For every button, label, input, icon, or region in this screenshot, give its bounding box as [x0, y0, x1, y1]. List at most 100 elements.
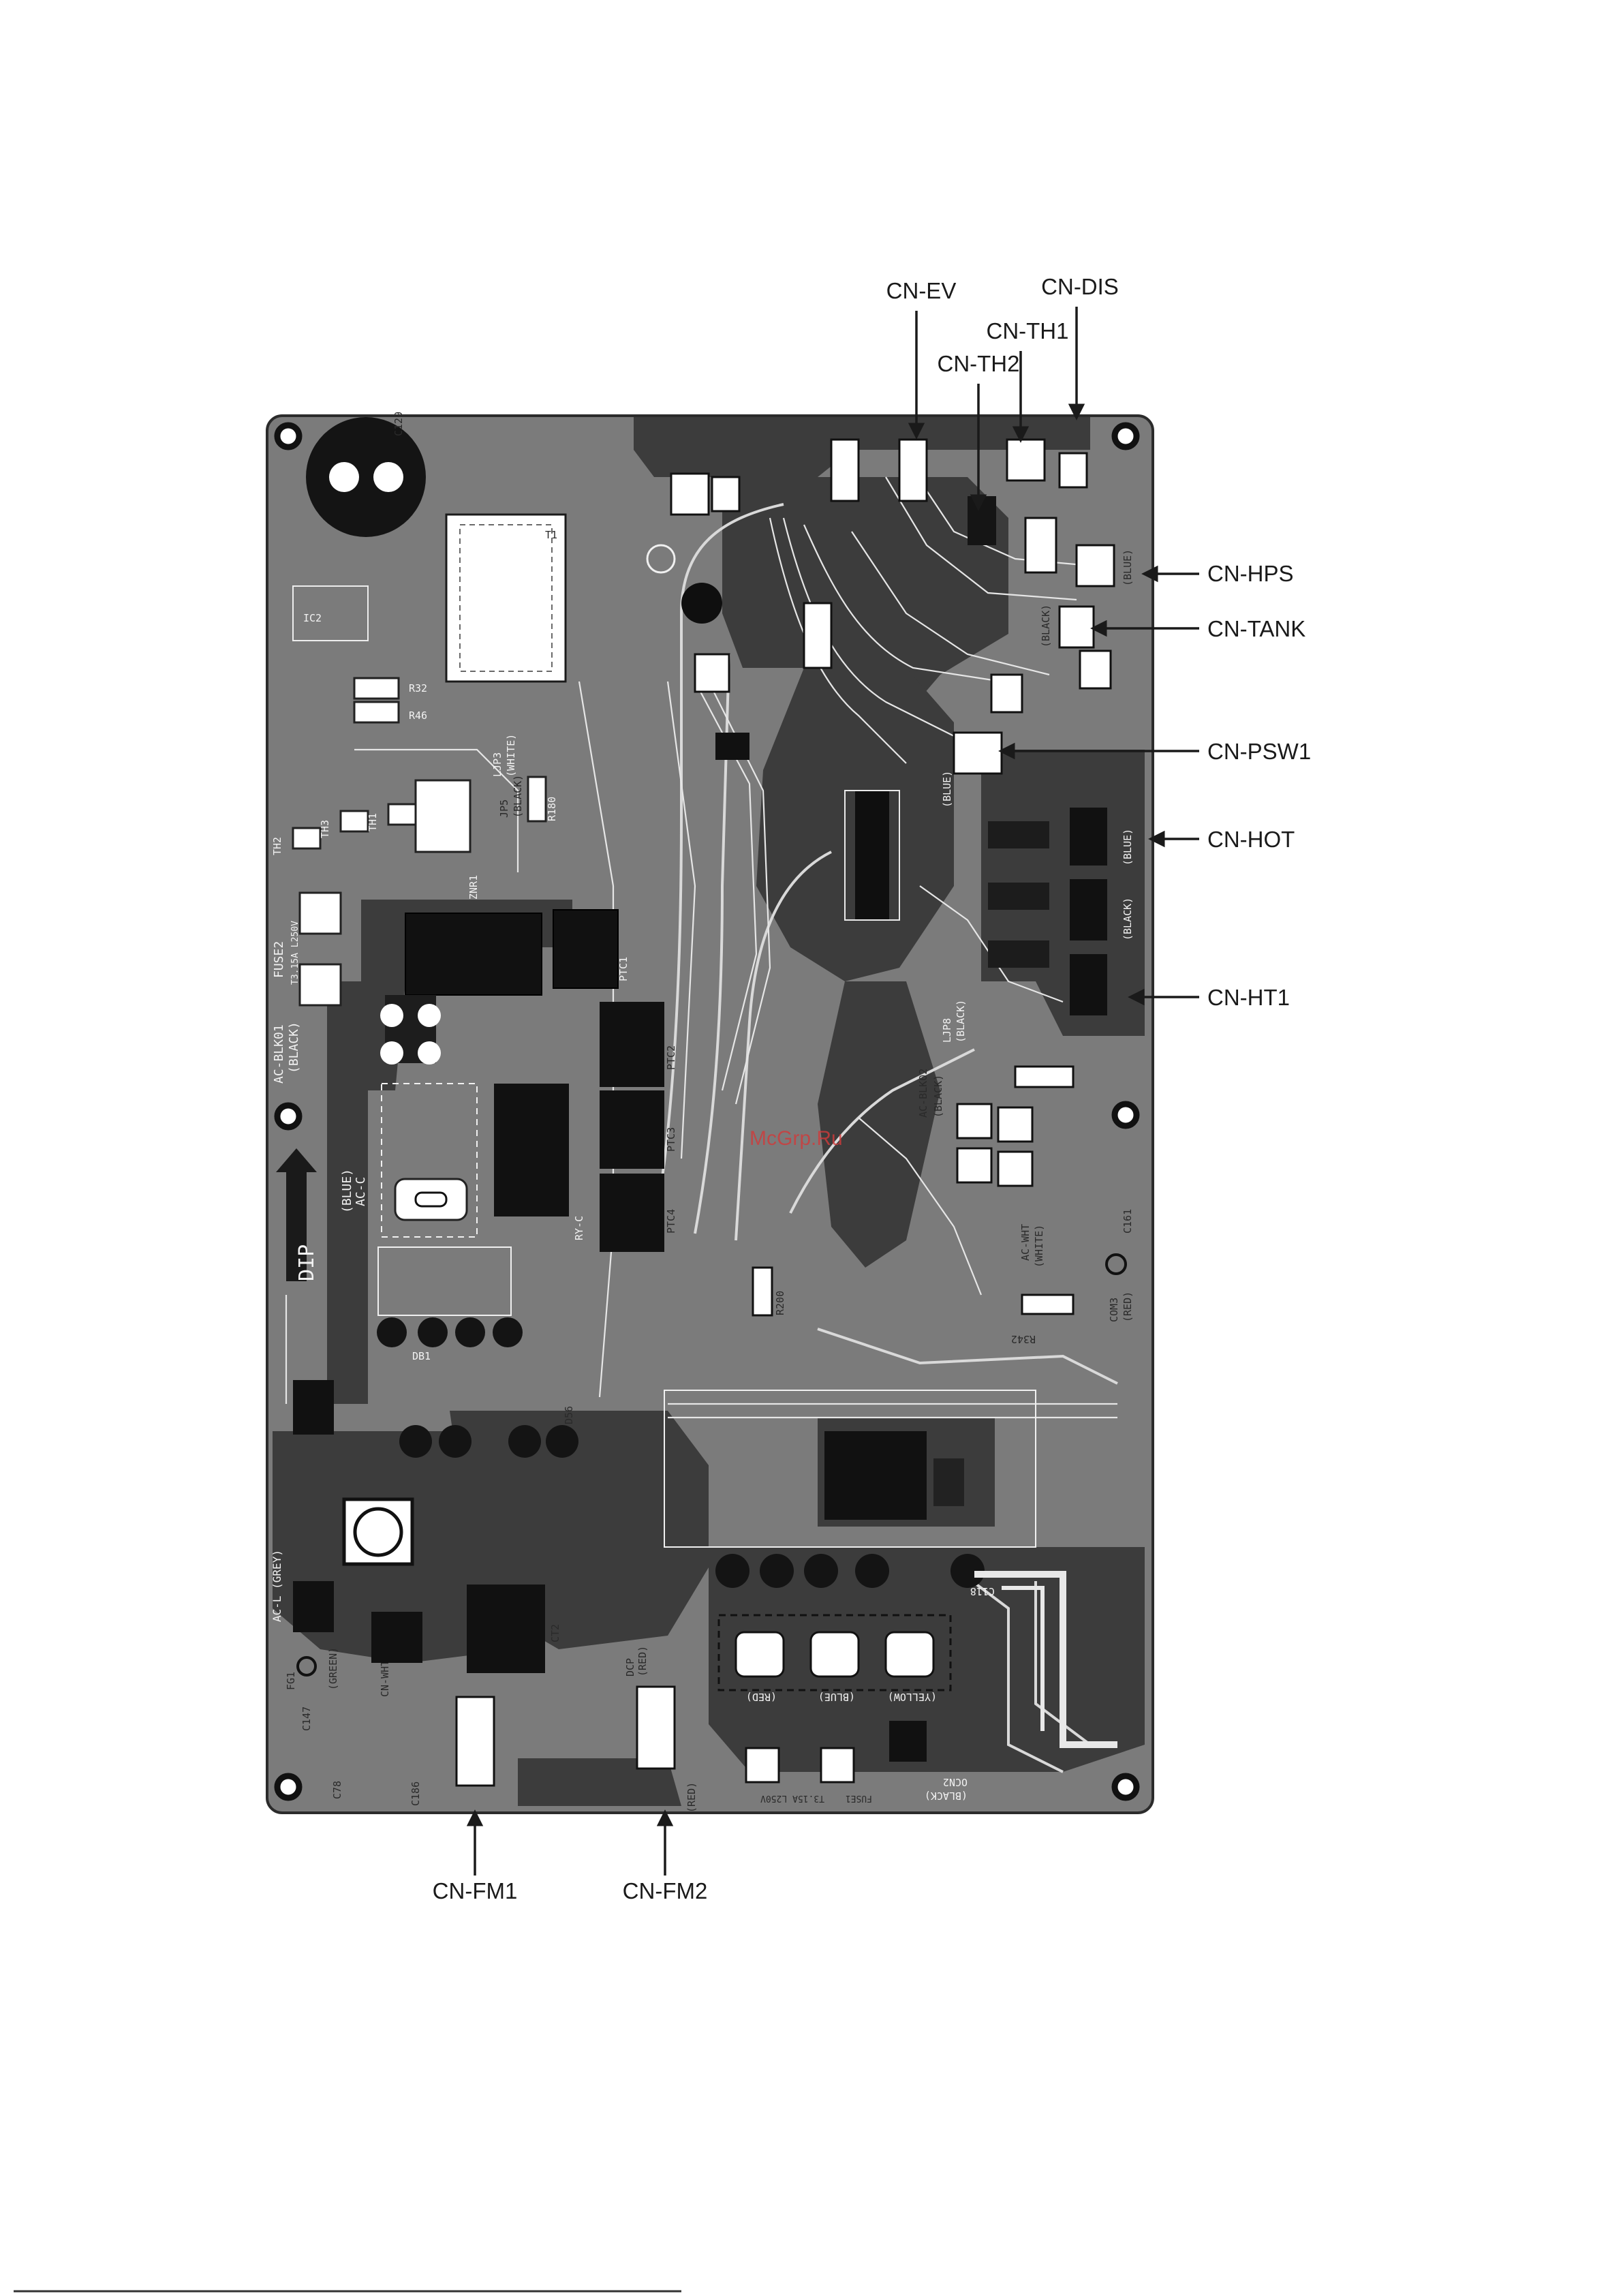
label-tank-color: (BLACK) [1040, 604, 1052, 647]
label-phase-v: (BLUE) [818, 1691, 855, 1703]
buzzer-component: C129 [306, 412, 426, 537]
mounting-hole [1111, 1101, 1140, 1129]
label-r32: R32 [409, 682, 427, 694]
label-fg1: FG1 [285, 1672, 297, 1690]
label-r342: R342 [1011, 1333, 1036, 1345]
label-phase-w: (YELLOW) [888, 1691, 937, 1703]
label-ljp8-color: (BLACK) [955, 1000, 967, 1043]
label-c161: C161 [1122, 1209, 1134, 1234]
label-fuse2: FUSE2 [272, 941, 286, 978]
label-c118: C118 [970, 1585, 995, 1597]
label-c129: C129 [392, 412, 405, 436]
label-ac-blk02-color: (BLACK) [932, 1075, 944, 1118]
thermistors: TH2 TH3 TH1 [271, 803, 417, 855]
label-jp5-color: (BLACK) [512, 775, 524, 818]
mounting-holes [274, 422, 1140, 1801]
label-hps-color: (BLUE) [1122, 549, 1134, 586]
label-ptc1: PTC1 [617, 957, 630, 981]
callouts: CN-EV CN-DIS CN-TH1 CN-TH2 CN-HPS CN-TAN… [433, 274, 1312, 1903]
mounting-hole [1111, 1773, 1140, 1801]
label-r200: R200 [774, 1291, 786, 1315]
label-ocn2-color: (BLACK) [925, 1790, 968, 1802]
label-ac-wht: AC-WHT [1019, 1224, 1032, 1261]
label-ocn2: OCN2 [943, 1776, 968, 1788]
label-cn-fm2-color: (RED) [685, 1782, 698, 1813]
label-db1: DB1 [412, 1350, 431, 1362]
callout-cn-dis: CN-DIS [1041, 274, 1119, 299]
label-znr1: ZNR1 [467, 875, 480, 900]
label-psw1-color: (BLUE) [941, 771, 953, 808]
label-ic2: IC2 [303, 612, 322, 624]
watermark: McGrp.Ru [749, 1127, 843, 1150]
relay-block: ZNR1 PTC1 JP5 (BLACK) LJP3 (WHITE) R180 [405, 734, 630, 996]
left-edge-labels: DIP AC-BLK01 (BLACK) FUSE2 T3.15A L250V … [270, 891, 422, 1806]
callout-cn-th2: CN-TH2 [938, 351, 1020, 376]
label-com3-color: (RED) [1122, 1291, 1134, 1322]
label-dcp-color: (RED) [636, 1646, 649, 1677]
callout-cn-hps: CN-HPS [1207, 561, 1294, 586]
label-fuse1-rating: T3.15A L250V [760, 1793, 824, 1803]
mcu-region: McGrp.Ru [646, 472, 900, 1150]
label-r46: R46 [409, 709, 427, 722]
relay-ry-c: RY-C [381, 1083, 585, 1240]
label-th2: TH2 [271, 837, 283, 855]
label-t1: T1 [545, 529, 557, 541]
callout-cn-hot: CN-HOT [1207, 827, 1295, 852]
mounting-hole [274, 1102, 303, 1131]
callout-cn-fm2: CN-FM2 [623, 1878, 708, 1903]
label-phase-u: (RED) [746, 1691, 777, 1703]
label-ljp3-color: (WHITE) [505, 734, 517, 777]
mounting-hole [1111, 422, 1140, 450]
label-jp5: JP5 [498, 799, 510, 818]
label-ct2: CT2 [549, 1624, 561, 1642]
label-th1: TH1 [367, 813, 379, 831]
top-connectors: (BLUE) (BLACK) [694, 438, 1134, 714]
label-ptc4: PTC4 [665, 1209, 677, 1234]
callout-cn-ev: CN-EV [886, 278, 957, 303]
resistors-r32-r46: R32 R46 [353, 677, 427, 724]
callout-cn-psw1: CN-PSW1 [1207, 739, 1311, 764]
label-ry-c: RY-C [573, 1216, 585, 1240]
label-dip: DIP [295, 1244, 319, 1281]
label-ptc2: PTC2 [665, 1045, 677, 1070]
label-fuse2-rating: T3.15A L250V [290, 921, 300, 985]
traces-heavy [653, 503, 1118, 1773]
label-c186: C186 [409, 1781, 422, 1806]
callout-cn-ht1: CN-HT1 [1207, 985, 1290, 1010]
label-d56: D56 [563, 1406, 575, 1424]
label-r180: R180 [546, 797, 558, 821]
label-ac-l: AC-L (GREY) [270, 1550, 283, 1622]
label-com3: COM3 [1108, 1298, 1120, 1322]
label-ac-wht-color: (WHITE) [1033, 1225, 1045, 1268]
callout-cn-th1: CN-TH1 [987, 318, 1069, 343]
ipm-module: C118 (RED) (BLUE) (YELLOW) OCN2 (BLACK) … [664, 1390, 1117, 1803]
ic2-region: IC2 [292, 585, 369, 641]
callout-cn-tank: CN-TANK [1207, 616, 1305, 641]
label-fg1-color: (GREEN) [327, 1647, 339, 1690]
label-c78: C78 [331, 1781, 343, 1799]
label-ljp8: LJP8 [941, 1018, 953, 1043]
label-hot-color: (BLUE) [1122, 829, 1134, 866]
label-fuse1: FUSE1 [846, 1793, 872, 1803]
label-th3: TH3 [319, 820, 331, 838]
ptc-heaters: PTC2 PTC3 PTC4 [600, 1002, 677, 1252]
label-cn-wht: CN-WHT [379, 1660, 391, 1697]
label-ac-c: AC-C [354, 1177, 368, 1206]
label-ht2-color: (BLACK) [1122, 898, 1134, 940]
label-ac-c-color: (BLUE) [340, 1169, 354, 1213]
label-ac-blk01-color: (BLACK) [287, 1022, 301, 1073]
label-ac-blk01: AC-BLK01 [272, 1024, 286, 1084]
label-ljp3: LJP3 [491, 752, 504, 777]
label-dcp: DCP [624, 1658, 636, 1677]
label-ac-blk02: AC-BLK02 [917, 1069, 929, 1118]
right-connectors: (BLUE) (BLUE) (BLACK) LJP8 (BLACK) AC-BL… [752, 731, 1134, 1345]
power-stage: D56 CT2 DCP (RED) (RED) [342, 1406, 698, 1813]
label-ptc3: PTC3 [665, 1127, 677, 1152]
pcb-board: C129 T1 IC2 R32 R46 TH2 TH3 TH1 [266, 412, 1154, 1814]
mounting-hole [274, 1773, 303, 1801]
transformer-t1: T1 [445, 513, 567, 683]
mounting-hole [274, 422, 303, 450]
callout-cn-fm1: CN-FM1 [433, 1878, 518, 1903]
